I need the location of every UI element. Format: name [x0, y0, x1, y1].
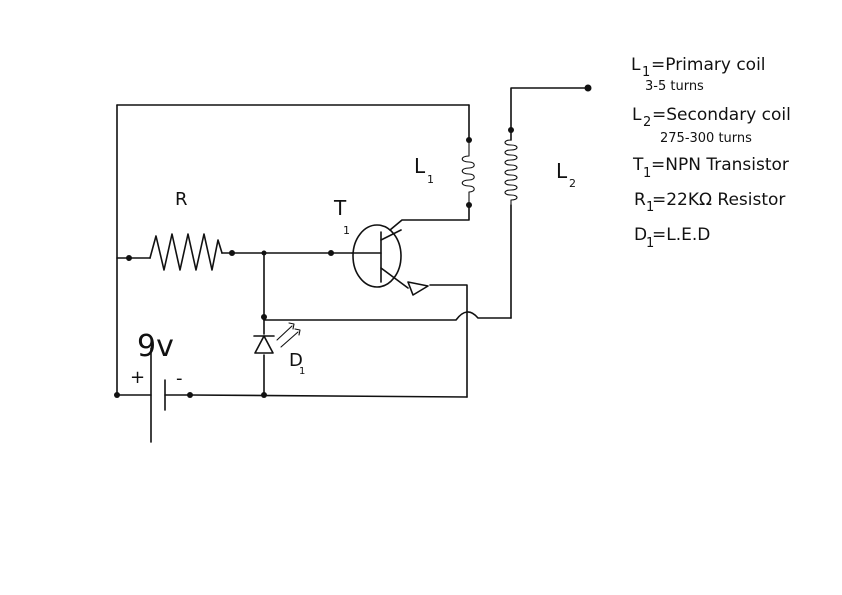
led-label-sub: 1 — [299, 366, 305, 377]
junction-dot — [114, 392, 120, 398]
resistor-symbol — [149, 233, 223, 271]
led-symbol — [253, 322, 301, 354]
legend-d1-sub: 1 — [646, 236, 654, 251]
wire-secondary-top — [510, 87, 589, 141]
legend-l2-turns: 275-300 turns — [660, 131, 752, 146]
junction-dot — [328, 250, 334, 256]
output-terminal-dot — [584, 84, 592, 92]
wire-emitter-down — [429, 284, 468, 398]
legend-entry-t1: T 1 =NPN Transistor — [632, 155, 789, 181]
transistor-symbol — [351, 224, 429, 296]
legend-entry-l2: L 2 =Secondary coil 275-300 turns — [632, 105, 791, 146]
legend-r1-symbol: R — [634, 190, 646, 210]
led-label: D — [289, 350, 303, 371]
wire-primary-to-collector — [389, 204, 470, 231]
transistor-label: T — [333, 196, 347, 220]
wire-bottom-rail — [189, 394, 468, 398]
legend-l2-text: =Secondary coil — [652, 105, 791, 125]
legend-t1-symbol: T — [632, 155, 644, 175]
secondary-coil-label-sub: 2 — [569, 177, 576, 190]
legend-l1-text: =Primary coil — [651, 55, 766, 75]
transistor-label-sub: 1 — [343, 224, 350, 237]
junction-dot — [126, 255, 132, 261]
legend-l1-symbol: L — [631, 55, 641, 75]
primary-coil-symbol — [461, 139, 475, 206]
legend-l2-sub: 2 — [643, 115, 651, 130]
legend-t1-sub: 1 — [643, 166, 651, 181]
legend-entry-d1: D 1 =L.E.D — [634, 225, 710, 251]
resistor-label: R — [175, 189, 188, 210]
legend-d1-text: =L.E.D — [652, 225, 710, 245]
battery-minus-label: - — [176, 368, 183, 389]
legend-r1-sub: 1 — [646, 200, 654, 215]
legend-r1-text: =22KΩ Resistor — [652, 190, 785, 210]
junction-dot — [261, 392, 267, 398]
secondary-coil-label: L — [556, 159, 568, 183]
legend-t1-text: =NPN Transistor — [651, 155, 789, 175]
legend-l1-turns: 3-5 turns — [645, 79, 704, 94]
legend-entry-l1: L 1 =Primary coil 3-5 turns — [631, 55, 766, 94]
junction-dot — [261, 250, 267, 256]
primary-coil-label-sub: 1 — [427, 173, 434, 186]
legend-l1-sub: 1 — [642, 65, 650, 80]
junction-dot — [261, 314, 267, 320]
battery-voltage-label: 9v — [137, 329, 174, 364]
legend-l2-symbol: L — [632, 105, 642, 125]
battery-symbol — [150, 347, 166, 443]
junction-dot — [508, 127, 514, 133]
legend-entry-r1: R 1 =22KΩ Resistor — [634, 190, 785, 215]
wires — [116, 87, 589, 398]
component-legend: L 1 =Primary coil 3-5 turns L 2 =Seconda… — [631, 55, 791, 251]
secondary-coil-symbol — [504, 139, 518, 206]
junction-dot — [229, 250, 235, 256]
primary-coil-label: L — [414, 154, 426, 178]
junction-dot — [187, 392, 193, 398]
legend-d1-symbol: D — [634, 225, 647, 245]
wire-middle-horizontal — [263, 311, 512, 321]
battery-plus-label: + — [130, 367, 145, 388]
